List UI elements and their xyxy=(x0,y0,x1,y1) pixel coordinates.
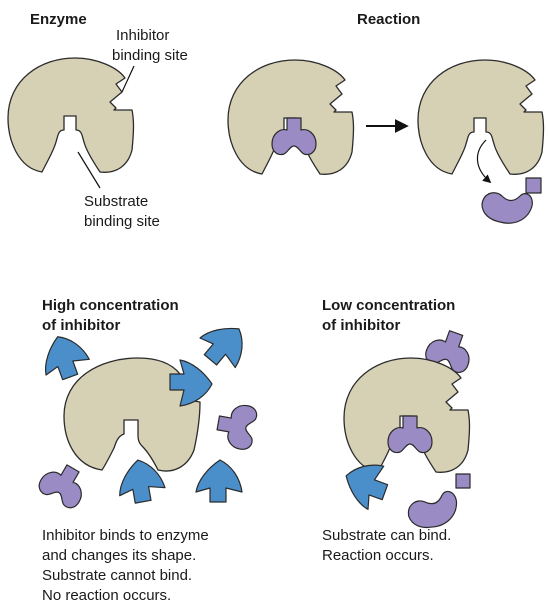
reaction-heading: Reaction xyxy=(357,11,420,28)
high-caption-line3: Substrate cannot bind. xyxy=(42,567,192,584)
free-substrate-2 xyxy=(36,457,92,511)
product-crescent xyxy=(482,193,532,223)
high-caption-line4: No reaction occurs. xyxy=(42,587,171,604)
low-concentration-heading-line2: of inhibitor xyxy=(322,317,400,334)
product-square-low xyxy=(456,474,470,488)
free-substrate-1 xyxy=(214,401,258,451)
enzyme-free xyxy=(8,58,134,172)
high-concentration-heading-line1: High concentration xyxy=(42,297,179,314)
free-inhibitor-4 xyxy=(196,460,242,502)
enzyme-with-substrate xyxy=(228,60,354,174)
high-caption-line1: Inhibitor binds to enzyme xyxy=(42,527,209,544)
release-arrow xyxy=(477,140,490,182)
high-caption-line2: and changes its shape. xyxy=(42,547,196,564)
low-caption-line2: Reaction occurs. xyxy=(322,547,434,564)
inhibitor-site-label-line2: binding site xyxy=(112,47,188,64)
substrate-site-label-line2: binding site xyxy=(84,213,160,230)
enzyme-after-reaction xyxy=(418,60,544,174)
product-square xyxy=(526,178,541,193)
inhibitor-site-label-line1: Inhibitor xyxy=(116,27,169,44)
substrate-site-label-line1: Substrate xyxy=(84,193,148,210)
low-caption-line1: Substrate can bind. xyxy=(322,527,451,544)
enzyme-heading: Enzyme xyxy=(30,11,87,28)
free-inhibitor-2 xyxy=(194,313,256,375)
low-concentration-heading-line1: Low concentration xyxy=(322,297,455,314)
enzyme-low-inhibitor xyxy=(344,358,470,472)
high-concentration-heading-line2: of inhibitor xyxy=(42,317,120,334)
